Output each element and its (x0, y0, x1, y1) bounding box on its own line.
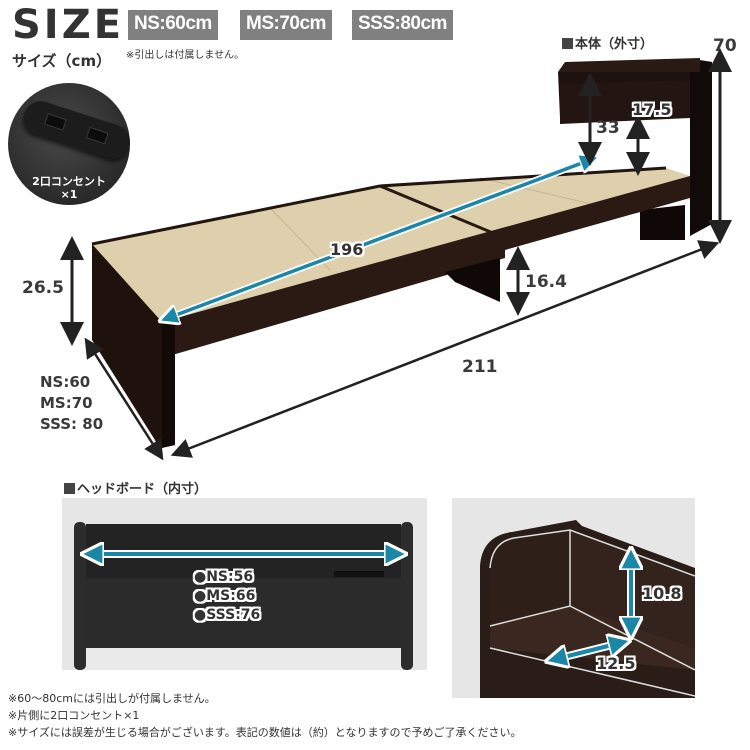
dim-widths: NS:60 MS:70 SSS: 80 (40, 373, 104, 433)
dim-under-clearance: 16.4 (525, 272, 567, 292)
footnote: ※サイズには誤差が生じる場合がございます。表記の数値は（約）となりますので予めご… (8, 726, 522, 739)
circle-bullet-icon: ● (194, 588, 207, 604)
square-bullet-icon (64, 483, 75, 494)
footnote: ※60〜80cmには引出しが付属しません。 (8, 692, 216, 705)
dim-total-length: 211 (462, 357, 498, 377)
badge-ns: NS:60cm (128, 10, 218, 40)
shelf-detail-photo: 10.8 12.5 (452, 498, 695, 698)
dim-headboard-height: 33 (596, 118, 620, 138)
dim-total-height: 70 (713, 36, 737, 56)
headboard-photo: ●NS:56 ●MS:66 ●SSS:76 (62, 498, 427, 670)
bed-illustration (60, 48, 732, 461)
square-bullet-icon (562, 38, 573, 49)
outlet-caption: 2口コンセント ×1 (32, 175, 106, 201)
dim-shelf-gap: 17.5 (632, 100, 672, 119)
size-subtitle: サイズ（cm） (12, 52, 112, 70)
headboard-illustration (74, 522, 413, 670)
badge-ms: MS:70cm (240, 10, 332, 40)
main-section-label: 本体（外寸） (562, 33, 653, 52)
shelf-height: 10.8 (642, 584, 682, 603)
drawer-note: ※引出しは付属しません。 (126, 50, 245, 61)
circle-bullet-icon: ● (194, 607, 207, 623)
footnote: ※片側に2口コンセント×1 (8, 709, 140, 722)
shelf-depth: 12.5 (596, 654, 636, 673)
circle-bullet-icon: ● (194, 569, 207, 585)
size-title: SIZE (12, 2, 125, 48)
headboard-section-label: ヘッドボード（内寸） (64, 478, 207, 497)
headboard-widths: ●NS:56 ●MS:66 ●SSS:76 (194, 569, 261, 623)
footnotes: ※60〜80cmには引出しが付属しません。 ※片側に2口コンセント×1 ※サイズ… (8, 690, 521, 741)
dim-inner-length: 196 (330, 240, 364, 259)
outlet-photo: 2口コンセント ×1 (8, 83, 130, 205)
shelf-illustration (480, 520, 695, 698)
badge-sss: SSS:80cm (352, 10, 453, 40)
dim-frame-height: 26.5 (22, 278, 64, 298)
